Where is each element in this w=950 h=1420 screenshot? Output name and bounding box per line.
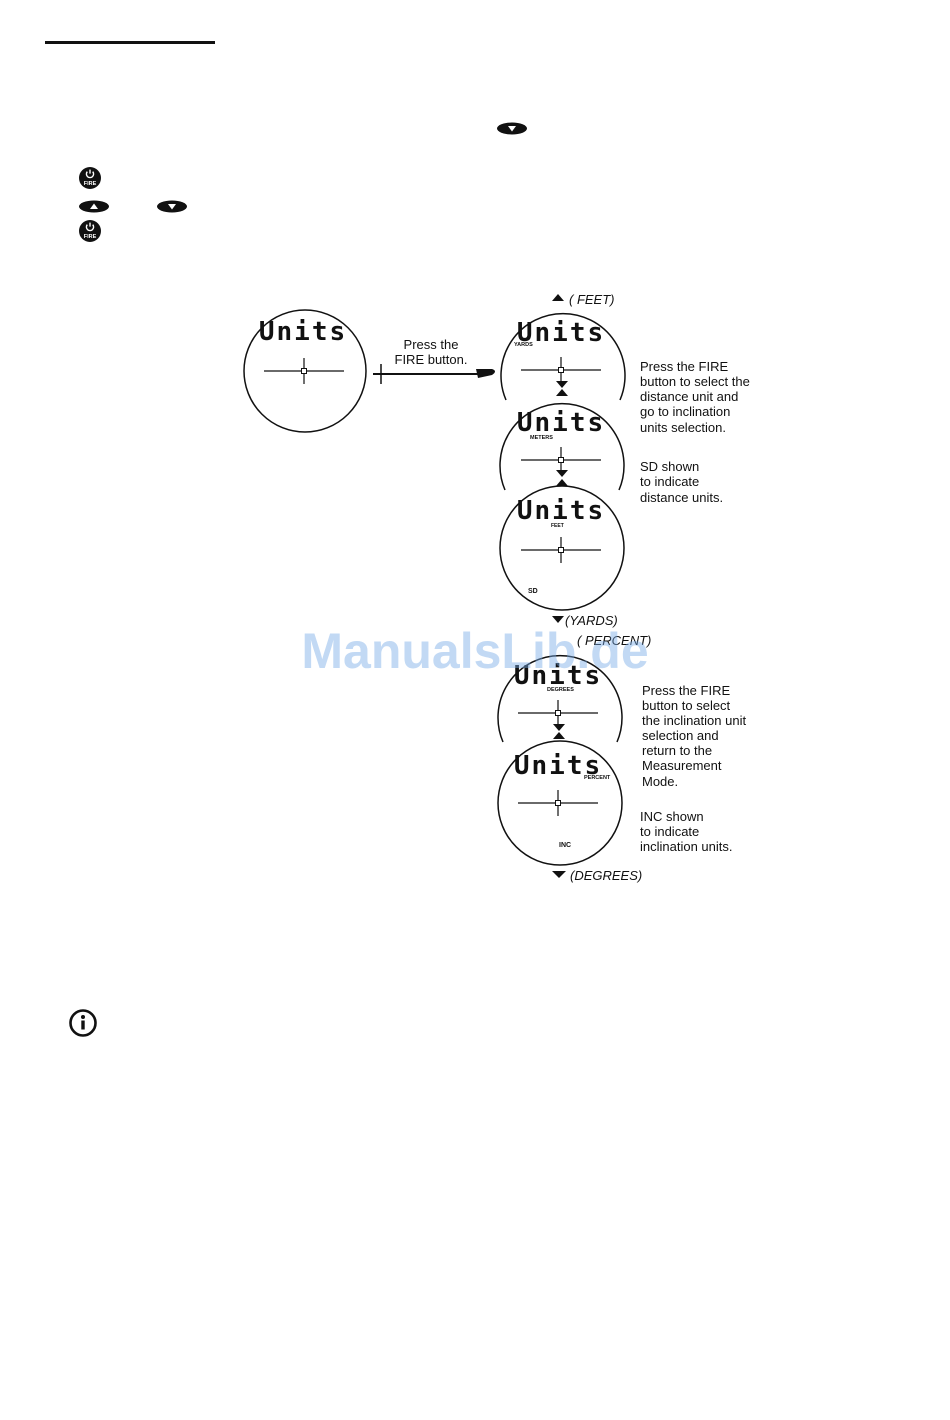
svg-text:distance unit and: distance unit and xyxy=(640,389,738,404)
svg-text:go to inclination: go to inclination xyxy=(640,404,730,419)
svg-text:Press the FIRE: Press the FIRE xyxy=(640,359,728,374)
fire-button-icon: FIRE xyxy=(79,220,101,242)
svg-text:to indicate: to indicate xyxy=(640,824,699,839)
distance-top-label: ( FEET) xyxy=(569,292,615,307)
display-text: Units xyxy=(514,751,602,781)
start-caption-line1: Press the xyxy=(404,337,459,352)
inclination-top-label: ( PERCENT) xyxy=(577,633,651,648)
distance-note-1: Press the FIRE button to select the dist… xyxy=(640,359,750,435)
unit-label: FEET xyxy=(551,523,564,529)
svg-text:SD shown: SD shown xyxy=(640,459,699,474)
svg-text:inclination units.: inclination units. xyxy=(640,839,733,854)
inclination-display-degrees: Units DEGREES xyxy=(497,654,623,743)
svg-text:Mode.: Mode. xyxy=(642,774,678,789)
up-arrow-icon xyxy=(556,479,568,486)
unit-label: METERS xyxy=(530,435,553,441)
svg-text:Press the FIRE: Press the FIRE xyxy=(642,683,730,698)
distance-display-feet: Units FEET SD xyxy=(499,485,625,611)
inclination-bottom-label: (DEGREES) xyxy=(570,868,642,883)
up-arrow-icon xyxy=(552,294,564,301)
unit-label: DEGREES xyxy=(547,687,574,693)
display-text: Units xyxy=(259,317,347,347)
distance-note-2: SD shown to indicate distance units. xyxy=(640,459,723,505)
down-arrow-icon xyxy=(556,470,568,477)
inclination-note-1: Press the FIRE button to select the incl… xyxy=(642,683,746,789)
svg-text:the inclination unit: the inclination unit xyxy=(642,713,746,728)
inc-indicator: INC xyxy=(559,842,571,849)
flow-arrow xyxy=(373,364,495,384)
svg-text:units selection.: units selection. xyxy=(640,420,726,435)
sd-indicator: SD xyxy=(528,588,538,595)
svg-text:Measurement: Measurement xyxy=(642,758,722,773)
up-arrow-icon xyxy=(556,389,568,396)
distance-display-meters: Units METERS xyxy=(499,402,625,491)
svg-text:button to select: button to select xyxy=(642,698,731,713)
svg-text:to indicate: to indicate xyxy=(640,474,699,489)
inclination-display-percent: Units PERCENT INC xyxy=(497,740,623,866)
unit-label: YARDS xyxy=(514,342,533,348)
down-arrow-icon xyxy=(553,724,565,731)
up-button-icon xyxy=(79,200,109,213)
start-caption-line2: FIRE button. xyxy=(395,352,468,367)
unit-label: PERCENT xyxy=(584,775,611,781)
start-display: Units xyxy=(243,309,367,433)
fire-label: FIRE xyxy=(84,181,97,187)
inclination-note-2: INC shown to indicate inclination units. xyxy=(640,809,733,854)
svg-text:distance units.: distance units. xyxy=(640,490,723,505)
up-arrow-icon xyxy=(553,732,565,739)
info-icon xyxy=(69,1009,97,1037)
svg-text:return to the: return to the xyxy=(642,743,712,758)
display-text: Units xyxy=(514,661,602,691)
svg-text:button to select the: button to select the xyxy=(640,374,750,389)
distance-display-yards: Units YARDS xyxy=(500,312,626,401)
pointing-hand-icon xyxy=(476,369,495,378)
svg-text:INC shown: INC shown xyxy=(640,809,704,824)
fire-label: FIRE xyxy=(84,234,97,240)
distance-bottom-label: (YARDS) xyxy=(565,613,618,628)
down-button-icon xyxy=(497,122,527,135)
fire-button-icon: FIRE xyxy=(79,167,101,189)
display-text: Units xyxy=(517,408,605,438)
svg-text:selection and: selection and xyxy=(642,728,719,743)
header-rule xyxy=(45,41,215,44)
down-arrow-icon xyxy=(556,381,568,388)
display-text: Units xyxy=(517,496,605,526)
down-arrow-icon xyxy=(552,616,564,623)
down-arrow-icon xyxy=(552,871,566,878)
down-button-icon xyxy=(157,200,187,213)
display-text: Units xyxy=(517,318,605,348)
